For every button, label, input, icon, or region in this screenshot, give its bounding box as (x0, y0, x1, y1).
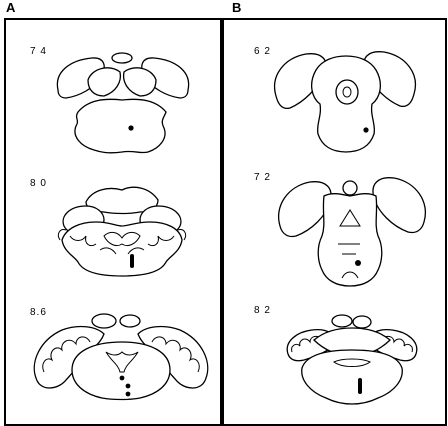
a1-right-colliculus (124, 68, 156, 96)
a3-top-right-nodule (120, 315, 140, 327)
a3-dot-1 (120, 376, 125, 381)
section-b1-drawing (275, 52, 416, 152)
a1-top-nodule (112, 53, 132, 63)
a1-lesion-dot (128, 125, 133, 130)
section-a1-drawing (57, 53, 188, 153)
b2-top-nodule (343, 181, 357, 195)
section-a2-drawing (58, 187, 185, 276)
b1-aqueduct-outer (336, 80, 358, 104)
a3-dot-3 (126, 392, 131, 397)
b3-brainstem (302, 350, 403, 404)
a2-brainstem (62, 222, 182, 276)
a1-brainstem (75, 99, 166, 153)
a1-left-colliculus (88, 68, 120, 96)
section-a3-drawing (34, 314, 207, 400)
section-b3-drawing (287, 315, 417, 404)
a3-dot-2 (126, 384, 131, 389)
b1-lesion-dot (363, 127, 368, 132)
b3-top-right-nodule (353, 316, 371, 328)
a3-top-left-nodule (92, 314, 116, 328)
a2-lesion-mark (130, 254, 134, 268)
b3-top-left-nodule (332, 315, 352, 327)
b3-lesion-mark (358, 378, 362, 394)
b2-lesion-dot (355, 260, 361, 266)
b2-right-lobe (373, 178, 425, 233)
a3-brainstem (72, 342, 170, 400)
section-b2-drawing (279, 178, 426, 286)
